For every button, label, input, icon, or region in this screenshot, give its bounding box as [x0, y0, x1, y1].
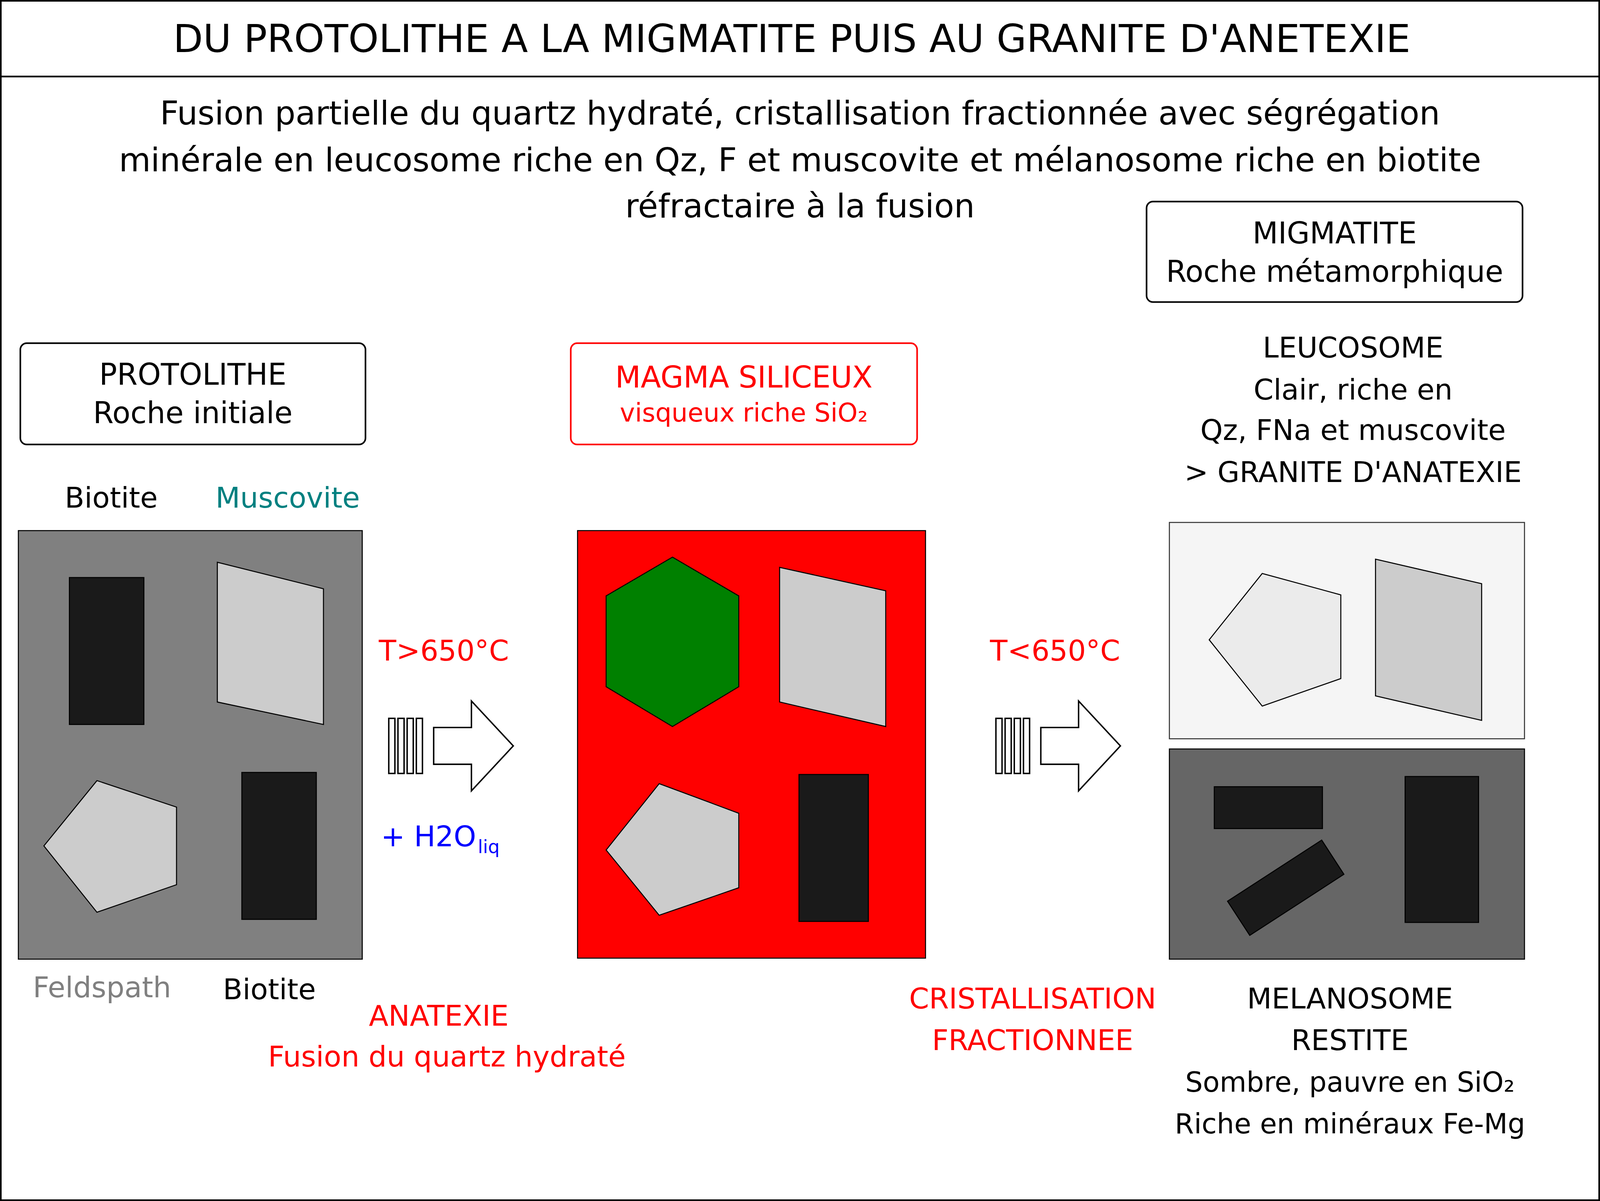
mineral-name: Muscovite: [215, 481, 360, 515]
magma-sample: [577, 530, 926, 959]
mineral-name: Feldspath: [32, 971, 172, 1005]
temperature: T<650°C: [990, 634, 1121, 668]
box-subtitle: Roche métamorphique: [1165, 251, 1504, 291]
migmatite-sample: [1169, 522, 1525, 960]
box-subtitle: visqueux riche SiO₂: [619, 396, 868, 430]
process-name: CRISTALLISATION: [908, 982, 1156, 1016]
leucosome-label: LEUCOSOME: [1262, 331, 1444, 365]
process-arrow: [995, 701, 1121, 791]
leucosome-label: Clair, riche en: [1253, 373, 1453, 407]
temperature: T>650°C: [378, 634, 509, 668]
subtitle: réfractaire à la fusion: [625, 187, 975, 226]
leucosome-label: > GRANITE D'ANATEXIE: [1184, 456, 1522, 489]
box-heading: MAGMA SILICEUX: [615, 357, 873, 397]
leucosome-label: Qz, FNa et muscovite: [1200, 414, 1506, 447]
subtitle: minérale en leucosome riche en Qz, F et …: [118, 141, 1482, 179]
title-box: MAGMA SILICEUXvisqueux riche SiO₂: [569, 342, 918, 446]
title-rule: [0, 75, 1600, 78]
title-box: PROTOLITHERoche initiale: [19, 342, 366, 446]
water-subscript: liq: [477, 836, 500, 858]
subtitle: Fusion partielle du quartz hydraté, cris…: [159, 94, 1440, 133]
process-arrow: [388, 701, 514, 791]
melanosome-label: MELANOSOME: [1246, 982, 1453, 1016]
process-name: FRACTIONNEE: [932, 1024, 1134, 1058]
box-heading: MIGMATITE: [1252, 213, 1417, 252]
mineral-name: Biotite: [64, 481, 158, 515]
melanosome-label: RESTITE: [1291, 1024, 1409, 1058]
protolith-sample: [18, 530, 363, 960]
process-note: Fusion du quartz hydraté: [268, 1040, 626, 1074]
water-input: + H2O: [381, 820, 477, 854]
title: DU PROTOLITHE A LA MIGMATITE PUIS AU GRA…: [172, 16, 1411, 61]
mineral-name: Biotite: [223, 973, 316, 1007]
box-subtitle: Roche initiale: [93, 393, 293, 433]
melanosome-label: Sombre, pauvre en SiO₂: [1185, 1066, 1515, 1099]
box-heading: PROTOLITHE: [99, 355, 287, 394]
process-name: ANATEXIE: [368, 999, 509, 1033]
melanosome-label: Riche en minéraux Fe-Mg: [1174, 1108, 1526, 1141]
title-box: MIGMATITERoche métamorphique: [1145, 201, 1524, 304]
